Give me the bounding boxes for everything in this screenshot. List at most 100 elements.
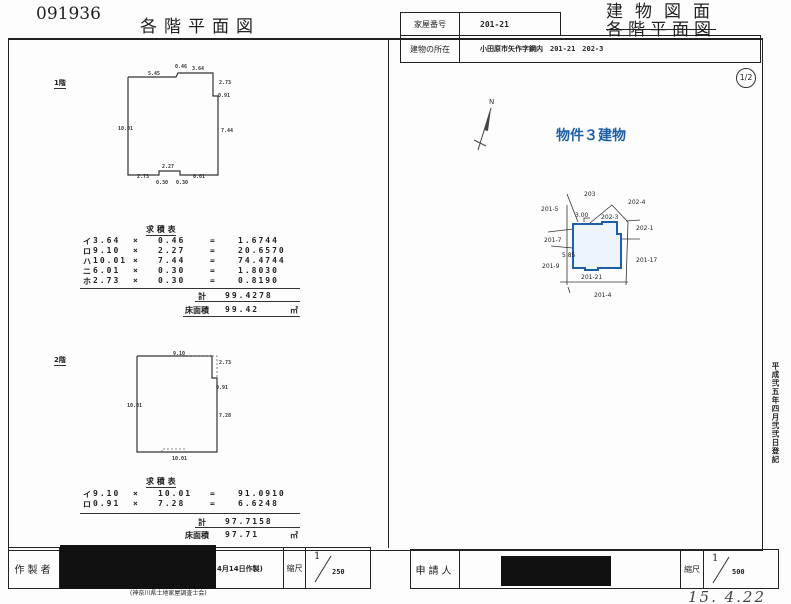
- equals-sign: =: [210, 266, 217, 275]
- scale-label: 縮尺: [283, 547, 306, 589]
- f2-dim-top: 9.10: [173, 351, 185, 357]
- f2-unit: ㎡: [290, 531, 300, 540]
- f1-dim-right: 7.44: [221, 128, 233, 134]
- applicant-label: 申請人: [410, 549, 460, 589]
- document-number: 091936: [36, 4, 101, 24]
- calc-k: ハ: [83, 257, 93, 266]
- f2-area-label: 床面積: [185, 531, 209, 540]
- f2-area: 97.71: [225, 530, 260, 539]
- calc-a: 0.91: [93, 499, 121, 508]
- f1-unit: ㎡: [290, 306, 300, 315]
- calc-a: 6.01: [93, 266, 121, 275]
- site-side-label: 5.85: [562, 252, 576, 259]
- floor1-label: 1階: [54, 79, 66, 89]
- lot-label: 201-21: [581, 274, 602, 281]
- site-side-label: 3.00: [575, 212, 589, 219]
- redacted-block: [60, 545, 216, 589]
- scale-num: 1: [712, 553, 719, 564]
- main-frame: [8, 38, 763, 551]
- made-date: 4月14日作製): [217, 565, 263, 573]
- times-sign: ×: [133, 236, 140, 245]
- times-sign: ×: [133, 489, 140, 498]
- calc-r: 1.6744: [238, 236, 279, 245]
- f1-dim-notch-l: 0.30: [156, 180, 168, 186]
- f1-dim-notch-r: 0.30: [176, 180, 188, 186]
- f1-area-label: 床面積: [185, 306, 209, 315]
- scale-label: 縮尺: [680, 549, 704, 589]
- calc-r: 0.8190: [238, 276, 279, 285]
- lot-label: 202-1: [636, 225, 654, 232]
- page-title: 各階平面図: [140, 17, 260, 37]
- redacted-block: [501, 556, 611, 586]
- equals-sign: =: [210, 256, 217, 265]
- calc-r: 74.4744: [238, 256, 286, 265]
- f2-dim-bottom: 10.01: [172, 456, 187, 462]
- calc-r: 1.8030: [238, 266, 279, 275]
- stamp-title: 建物図面: [606, 2, 722, 22]
- calc-a: 2.73: [93, 276, 121, 285]
- north-label: N: [489, 98, 494, 106]
- scale-den: 500: [732, 568, 745, 576]
- calc-a: 3.64: [93, 236, 121, 245]
- equals-sign: =: [210, 276, 217, 285]
- calc-a: 9.10: [93, 489, 121, 498]
- f1-dim-step: 0.91: [218, 93, 230, 99]
- f1-dim-bottom-right: 6.01: [193, 174, 205, 180]
- calc-a: 9.10: [93, 246, 121, 255]
- floor2-outline: [136, 355, 218, 453]
- f1-dim-bottom-notch: 2.27: [162, 164, 174, 170]
- scale-right: 1 500: [703, 549, 779, 589]
- f1-dim-notch: 0.46: [175, 64, 187, 70]
- calc-b: 2.27: [158, 246, 186, 255]
- calc-k: イ: [83, 490, 93, 499]
- lot-label: 201-17: [636, 257, 657, 264]
- f2-dim-left: 10.01: [127, 403, 142, 409]
- equals-sign: =: [210, 499, 217, 508]
- times-sign: ×: [133, 499, 140, 508]
- site-map: [547, 193, 641, 294]
- calc-b: 0.46: [158, 236, 186, 245]
- association: (神奈川県土地家屋調査士会): [130, 590, 207, 597]
- lot-label: 202-3: [601, 214, 619, 221]
- times-sign: ×: [133, 256, 140, 265]
- location-value: 小田原市矢作字鋼内 201-21 202-3: [459, 35, 761, 63]
- f1-table-title: 求 積 表: [146, 225, 176, 236]
- calc-k: ニ: [83, 267, 93, 276]
- sheet-number: 1/2: [736, 68, 756, 88]
- f1-dim-right-small: 2.73: [219, 80, 231, 86]
- calc-k: イ: [83, 237, 93, 246]
- divider: [195, 301, 300, 302]
- north-arrow-icon: N: [473, 98, 494, 151]
- calc-r: 91.0910: [238, 489, 286, 498]
- calc-k: ホ: [83, 277, 93, 286]
- f1-total: 99.4278: [225, 291, 273, 300]
- floor2-label: 2階: [54, 356, 66, 366]
- lot-label: 202-4: [628, 199, 646, 206]
- center-divider: [388, 38, 389, 548]
- site-title: 物件３建物: [556, 128, 626, 144]
- divider: [183, 316, 300, 317]
- f1-dim-bottom-left: 2.73: [137, 174, 149, 180]
- f1-dim-top-left: 5.45: [148, 71, 160, 77]
- calc-r: 6.6248: [238, 499, 279, 508]
- handwritten-date: 15. 4.22: [688, 588, 767, 604]
- lot-label: 201-7: [544, 237, 562, 244]
- scale-num: 1: [314, 551, 321, 562]
- calc-a: 10.01: [93, 256, 128, 265]
- f2-dim-right: 7.28: [219, 413, 231, 419]
- registration-date: 平成弐五年四月弐弐日登記: [771, 362, 780, 464]
- lot-label: 201-5: [541, 206, 559, 213]
- target-building: [572, 221, 622, 271]
- f2-dim-step: 0.91: [216, 385, 228, 391]
- times-sign: ×: [133, 276, 140, 285]
- divider: [195, 527, 300, 528]
- lot-label: 201-9: [542, 263, 560, 270]
- calc-r: 20.6570: [238, 246, 286, 255]
- lot-label: 203: [584, 191, 596, 198]
- f1-area: 99.42: [225, 305, 260, 314]
- calc-b: 7.28: [158, 499, 186, 508]
- equals-sign: =: [210, 489, 217, 498]
- floor1-outline: [127, 72, 219, 176]
- calc-b: 10.01: [158, 489, 193, 498]
